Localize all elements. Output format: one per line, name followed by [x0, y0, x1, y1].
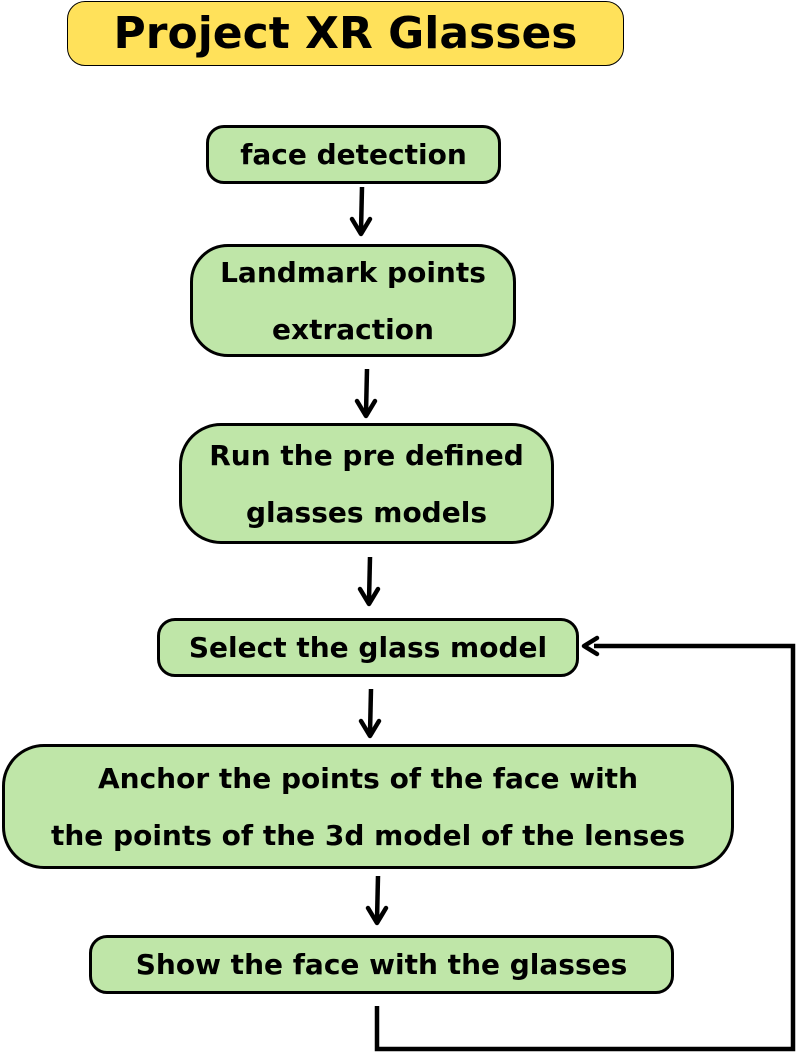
- arrow-anchor-to-show: [374, 875, 381, 921]
- arrowhead: [357, 586, 381, 607]
- diagram-title: Project XR Glasses: [67, 1, 624, 66]
- step-label-line: glasses models: [246, 495, 487, 529]
- diagram-title-text: Project XR Glasses: [113, 8, 578, 59]
- arrowhead: [349, 216, 373, 237]
- arrow-landmark-to-models: [363, 368, 370, 414]
- arrow-select-to-anchor: [367, 688, 374, 734]
- step-run-glasses-models: Run the pre defined glasses models: [179, 423, 554, 544]
- arrowhead: [358, 718, 382, 739]
- step-label-line: Run the pre defined: [209, 438, 524, 472]
- step-label-line: Anchor the points of the face with: [97, 761, 638, 795]
- step-select-glass-model: Select the glass model: [157, 618, 579, 677]
- arrow-face-to-landmark: [358, 186, 365, 232]
- step-face-detection: face detection: [206, 125, 501, 184]
- arrow-models-to-select: [366, 556, 373, 602]
- feedback-loop-line: [374, 643, 796, 1052]
- step-label-line: Show the face with the glasses: [135, 948, 628, 981]
- step-show-face-glasses: Show the face with the glasses: [89, 935, 674, 994]
- step-label-line: extraction: [272, 312, 434, 346]
- step-label-line: face detection: [240, 138, 467, 171]
- arrowhead: [354, 398, 378, 419]
- step-label-line: Landmark points: [220, 255, 486, 289]
- step-label-line: Select the glass model: [188, 631, 548, 664]
- step-anchor-points: Anchor the points of the face with the p…: [2, 744, 734, 869]
- step-label-line: the points of the 3d model of the lenses: [50, 818, 686, 852]
- arrowhead: [365, 905, 389, 926]
- arrowhead: [581, 635, 600, 657]
- step-landmark-extraction: Landmark points extraction: [190, 244, 516, 357]
